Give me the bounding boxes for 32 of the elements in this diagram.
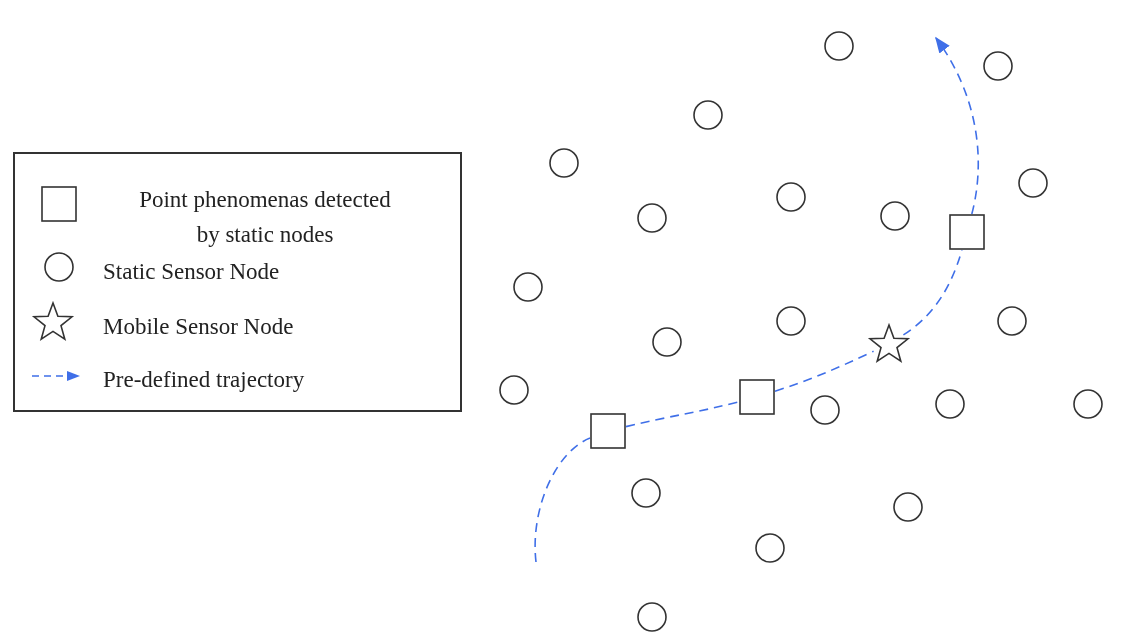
static-sensor-node xyxy=(983,51,1013,81)
static-sensor-node xyxy=(693,100,723,130)
mobile-sensor-star xyxy=(867,322,911,366)
trajectory-line xyxy=(625,400,740,428)
legend-text: Pre-defined trajectory xyxy=(103,366,305,394)
trajectory-line xyxy=(774,350,875,392)
static-sensor-node xyxy=(810,395,840,425)
static-sensor-node xyxy=(513,272,543,302)
static-sensor-node xyxy=(880,201,910,231)
static-sensor-node xyxy=(549,148,579,178)
static-sensor-node xyxy=(935,389,965,419)
static-sensor-node xyxy=(631,478,661,508)
static-sensor-node xyxy=(776,306,806,336)
point-phenomenon-square xyxy=(739,379,775,415)
static-sensor-node xyxy=(997,306,1027,336)
static-sensor-node xyxy=(824,31,854,61)
legend-text: Mobile Sensor Node xyxy=(103,313,294,341)
static-sensor-node xyxy=(499,375,529,405)
legend-text: Static Sensor Node xyxy=(103,258,280,286)
static-sensor-node xyxy=(1073,389,1103,419)
static-sensor-node xyxy=(776,182,806,212)
point-phenomenon-square xyxy=(590,413,626,449)
static-sensor-node xyxy=(893,492,923,522)
static-sensor-node xyxy=(637,203,667,233)
trajectory-line xyxy=(935,36,979,215)
static-sensor-node xyxy=(1018,168,1048,198)
point-phenomenon-square xyxy=(949,214,985,250)
legend-text: Point phenomenas detected by static nodes xyxy=(138,186,392,249)
static-sensor-node xyxy=(755,533,785,563)
static-sensor-node xyxy=(637,602,667,632)
trajectory-line xyxy=(534,437,591,563)
static-sensor-node xyxy=(652,327,682,357)
